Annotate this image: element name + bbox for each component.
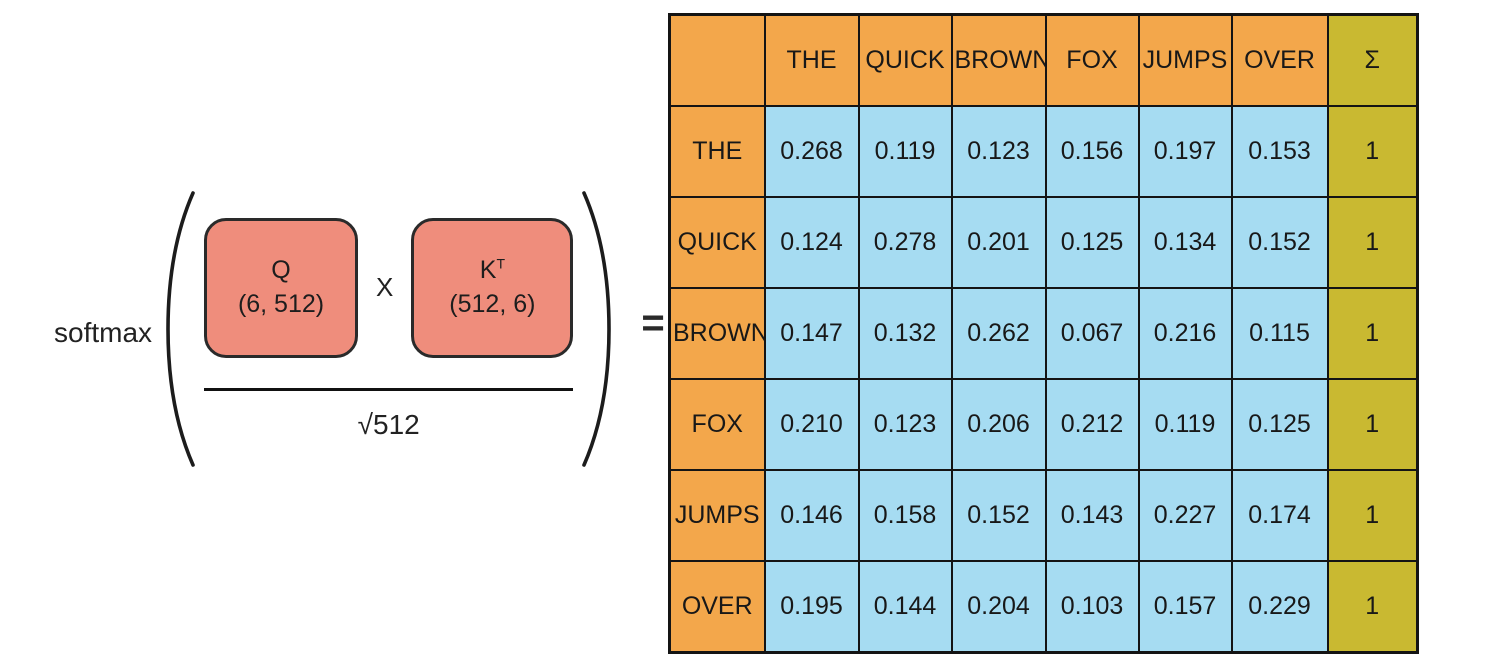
value-cell: 0.262	[950, 286, 1047, 381]
value-cell: 0.144	[857, 560, 953, 654]
value-cell: 0.204	[950, 560, 1047, 654]
value-cell: 0.152	[1230, 195, 1329, 289]
row-header-the: THE	[668, 104, 766, 198]
value-cell: 0.125	[1044, 195, 1140, 289]
value-cell: 0.157	[1137, 560, 1233, 654]
corner-cell	[668, 13, 766, 107]
sum-cell: 1	[1326, 104, 1419, 198]
q-label: Q	[271, 255, 291, 284]
value-cell: 0.201	[950, 195, 1047, 289]
col-header-fox: FOX	[1044, 13, 1140, 107]
col-header-quick: QUICK	[857, 13, 953, 107]
row-header-jumps: JUMPS	[668, 469, 766, 563]
value-cell: 0.158	[857, 469, 953, 563]
value-cell: 0.152	[950, 469, 1047, 563]
value-cell: 0.227	[1137, 469, 1233, 563]
value-cell: 0.119	[857, 104, 953, 198]
sum-col-header: Σ	[1326, 13, 1419, 107]
value-cell: 0.153	[1230, 104, 1329, 198]
value-cell: 0.195	[763, 560, 860, 654]
value-cell: 0.132	[857, 286, 953, 381]
row-header-over: OVER	[668, 560, 766, 654]
sum-cell: 1	[1326, 286, 1419, 381]
sum-cell: 1	[1326, 560, 1419, 654]
query-matrix-box: Q (6, 512)	[204, 217, 359, 358]
scaled-dot-product-fraction: Q (6, 512) X KT (512, 6) √512	[204, 217, 574, 441]
k-transpose-label: KT	[479, 255, 505, 284]
equals-symbol: =	[641, 300, 665, 345]
value-cell: 0.124	[763, 195, 860, 289]
value-cell: 0.268	[763, 104, 860, 198]
sqrt-denominator-label: √512	[357, 408, 420, 440]
key-transpose-matrix-box: KT (512, 6)	[411, 217, 574, 358]
value-cell: 0.216	[1137, 286, 1233, 381]
col-header-over: OVER	[1230, 13, 1329, 107]
value-cell: 0.174	[1230, 469, 1329, 563]
value-cell: 0.206	[950, 378, 1047, 472]
value-cell: 0.115	[1230, 286, 1329, 381]
k-shape-label: (512, 6)	[449, 289, 536, 318]
value-cell: 0.278	[857, 195, 953, 289]
col-header-brown: BROWN	[950, 13, 1047, 107]
value-cell: 0.134	[1137, 195, 1233, 289]
value-cell: 0.123	[857, 378, 953, 472]
row-header-fox: FOX	[668, 378, 766, 472]
value-cell: 0.123	[950, 104, 1047, 198]
value-cell: 0.146	[763, 469, 860, 563]
multiply-symbol: X	[376, 272, 394, 302]
qk-numerator: Q (6, 512) X KT (512, 6)	[204, 217, 574, 358]
value-cell: 0.103	[1044, 560, 1140, 654]
softmax-function-label: softmax	[54, 317, 153, 348]
sum-cell: 1	[1326, 378, 1419, 472]
softmax-formula: softmax Q (6, 512) X KT (512, 6) √512	[54, 188, 665, 470]
right-parenthesis-icon	[582, 191, 612, 467]
row-header-brown: BROWN	[668, 286, 766, 381]
value-cell: 0.067	[1044, 286, 1140, 381]
value-cell: 0.125	[1230, 378, 1329, 472]
col-header-jumps: JUMPS	[1137, 13, 1233, 107]
q-shape-label: (6, 512)	[237, 289, 325, 318]
value-cell: 0.147	[763, 286, 860, 381]
fraction-bar	[204, 387, 574, 391]
value-cell: 0.119	[1137, 378, 1233, 472]
value-cell: 0.229	[1230, 560, 1329, 654]
value-cell: 0.143	[1044, 469, 1140, 563]
col-header-the: THE	[763, 13, 860, 107]
value-cell: 0.210	[763, 378, 860, 472]
row-header-quick: QUICK	[668, 195, 766, 289]
value-cell: 0.212	[1044, 378, 1140, 472]
value-cell: 0.197	[1137, 104, 1233, 198]
value-cell: 0.156	[1044, 104, 1140, 198]
sum-cell: 1	[1326, 469, 1419, 563]
left-parenthesis-icon	[166, 191, 195, 467]
sum-cell: 1	[1326, 195, 1419, 289]
